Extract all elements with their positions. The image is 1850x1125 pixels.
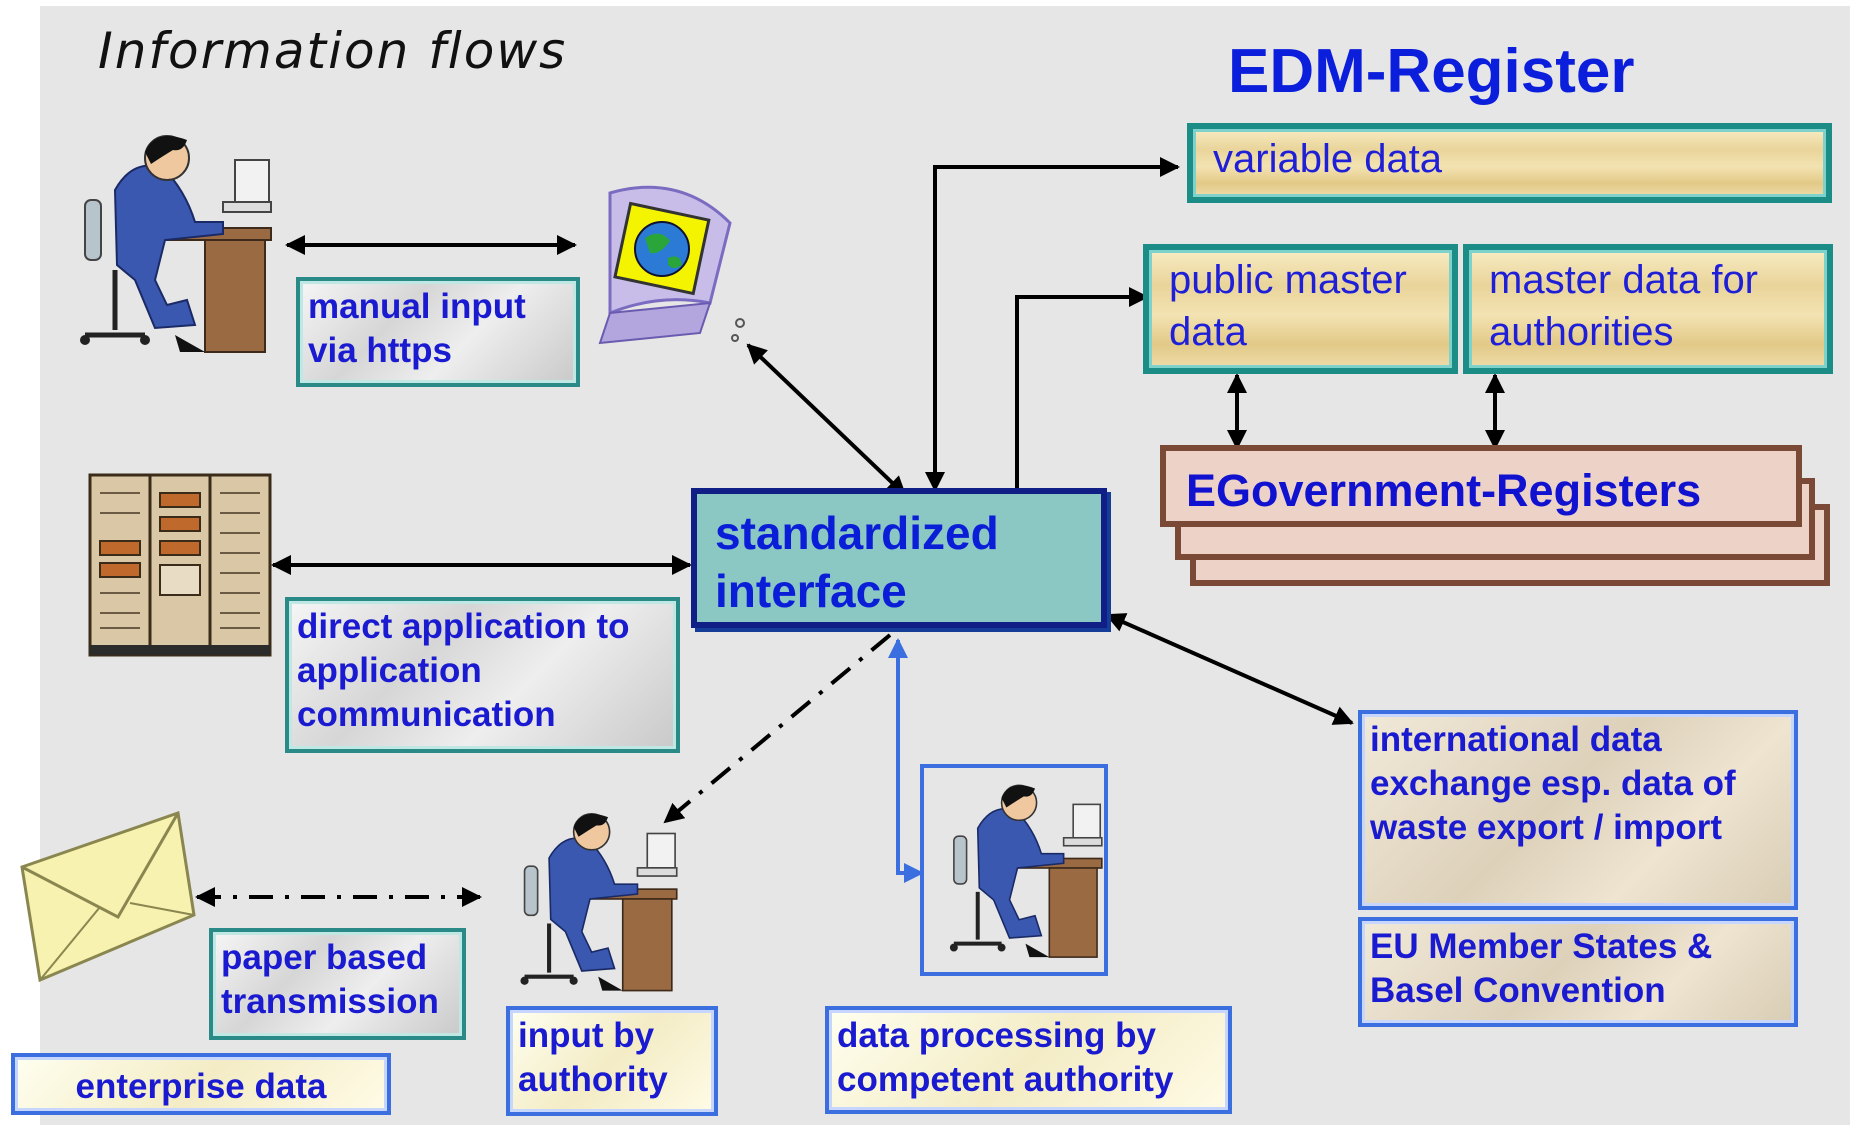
- diagram-title: Information flows: [98, 22, 568, 80]
- person-at-computer-icon: [500, 808, 680, 994]
- person-at-computer-icon: [947, 783, 1104, 960]
- direct-application-label: direct application to application commun…: [285, 597, 680, 753]
- globe-monitor-icon: [598, 185, 745, 345]
- variable-data-box: variable data: [1187, 123, 1832, 203]
- server-rack-icon: [88, 473, 272, 657]
- standardized-interface-box: standardized interface: [691, 488, 1107, 628]
- direct-application-text: direct application to application commun…: [297, 607, 630, 734]
- variable-data-label: variable data: [1213, 137, 1443, 181]
- person-at-computer-icon: [80, 135, 272, 353]
- public-master-data-box: public master data: [1143, 244, 1458, 374]
- arrow-interface-international: [1105, 613, 1354, 725]
- standardized-interface-label: standardized interface: [715, 507, 999, 617]
- data-processing-text: data processing by competent authority: [837, 1016, 1174, 1099]
- input-by-authority-text: input by authority: [518, 1016, 668, 1099]
- arrow-globe-interface: [746, 343, 907, 497]
- envelope-icon: [20, 810, 196, 983]
- international-exchange-label: international data exchange esp. data of…: [1358, 710, 1798, 910]
- data-processing-frame: [920, 764, 1108, 976]
- edm-register-title: EDM-Register: [1228, 37, 1635, 106]
- enterprise-data-text: enterprise data: [75, 1067, 327, 1106]
- manual-input-label: manual input via https: [296, 277, 580, 387]
- enterprise-data-label: enterprise data: [11, 1053, 391, 1115]
- arrow-interface-processing: [888, 638, 924, 883]
- eu-member-states-text: EU Member States & Basel Convention: [1370, 927, 1713, 1010]
- eu-member-states-label: EU Member States & Basel Convention: [1358, 917, 1798, 1027]
- input-by-authority-label: input by authority: [506, 1006, 718, 1116]
- international-exchange-text: international data exchange esp. data of…: [1370, 720, 1736, 847]
- public-master-data-label: public master data: [1169, 258, 1407, 354]
- arrow-interface-variable-data: [925, 157, 1180, 492]
- arrow-interface-public-master: [1015, 287, 1149, 490]
- egov-registers-box: EGovernment-Registers: [1160, 445, 1802, 527]
- manual-input-text: manual input via https: [308, 287, 526, 370]
- master-data-authorities-label: master data for authorities: [1489, 258, 1759, 354]
- egov-registers-label: EGovernment-Registers: [1186, 465, 1702, 516]
- data-processing-label: data processing by competent authority: [825, 1006, 1232, 1114]
- paper-based-text: paper based transmission: [221, 938, 439, 1021]
- master-data-authorities-box: master data for authorities: [1463, 244, 1833, 374]
- paper-based-label: paper based transmission: [209, 928, 466, 1040]
- arrow-interface-authority-dashed: [663, 633, 892, 824]
